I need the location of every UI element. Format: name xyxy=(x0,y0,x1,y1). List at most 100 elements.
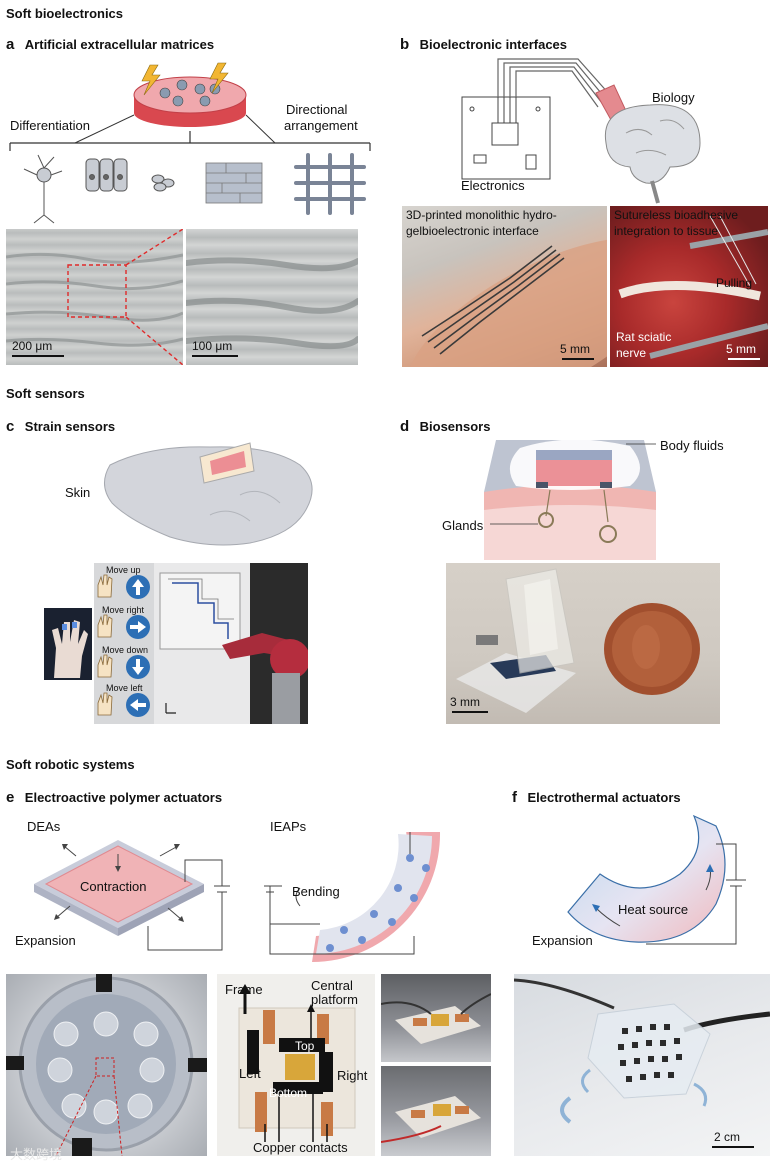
panel-e-title: Electroactive polymer actuators xyxy=(24,790,223,805)
electrothermal-diagram xyxy=(567,814,746,945)
electronics-label: Electronics xyxy=(461,178,525,193)
skin-label: Skin xyxy=(65,485,91,500)
scale-label: 5 mm xyxy=(560,342,590,356)
scale-label: 200 μm xyxy=(12,339,53,353)
panel-d-title: Biosensors xyxy=(419,419,491,434)
directional-label-1: Directional xyxy=(286,102,348,117)
skin-hand-illustration xyxy=(104,442,313,546)
heat-source-label: Heat source xyxy=(618,902,689,917)
petri-dish xyxy=(133,76,247,127)
deas-label: DEAs xyxy=(27,819,61,834)
brain xyxy=(604,104,701,204)
central-platform-label-1: Central xyxy=(311,978,353,993)
scale-bar xyxy=(452,711,488,713)
scale-label: 5 mm xyxy=(726,342,756,356)
arrow-up-icon xyxy=(126,575,150,599)
move-label: Move right xyxy=(102,605,145,615)
arrow-right-icon xyxy=(126,615,150,639)
scale-bar xyxy=(728,358,760,360)
scale-label: 3 mm xyxy=(450,695,480,709)
scale-bar xyxy=(712,1146,754,1148)
panel-c-title: Strain sensors xyxy=(24,419,116,434)
micrograph-low-mag: 200 μm xyxy=(6,229,183,365)
rat-nerve-label-2: nerve xyxy=(616,346,647,360)
ieap-actuator xyxy=(312,832,441,962)
biosensor-diagram xyxy=(484,439,656,560)
copper-contacts-label: Copper contacts xyxy=(253,1140,348,1155)
panel-d-letter: d xyxy=(400,418,410,435)
photo2-caption-2: integration to tissue xyxy=(614,224,719,238)
panel-e-letter: e xyxy=(6,789,15,806)
panel-a-letter: a xyxy=(6,36,15,53)
platform-motion-photo-1 xyxy=(381,974,491,1062)
bending-label: Bending xyxy=(292,884,340,899)
gland xyxy=(599,525,617,543)
top-label: Top xyxy=(295,1039,315,1053)
contraction-label: Contraction xyxy=(80,879,147,894)
bottom-label: Bottom xyxy=(269,1086,308,1100)
right-label: Right xyxy=(337,1068,368,1083)
panel-b-heading: b Bioelectronic interfaces xyxy=(400,36,567,54)
arrow-down-icon xyxy=(126,655,150,679)
section-title-sensors: Soft sensors xyxy=(6,386,85,401)
central-platform-label-2: platform xyxy=(311,992,358,1007)
bilayer-actuator xyxy=(567,814,726,943)
frame-label: Frame xyxy=(225,982,263,997)
interconnect-wires xyxy=(497,58,611,108)
photo1-caption-2: gelbioelectronic interface xyxy=(406,224,539,238)
directional-label-2: arrangement xyxy=(284,118,358,133)
hand-icon xyxy=(97,614,113,638)
electrothermal-photo: 2 cm xyxy=(514,974,770,1156)
gland xyxy=(538,512,554,528)
biosensor-coin-photo: 3 mm xyxy=(446,563,720,724)
biology-label: Biology xyxy=(652,90,695,105)
hand-icon xyxy=(97,654,113,678)
pulling-label: Pulling xyxy=(716,276,753,290)
lightning-icon xyxy=(209,62,229,94)
panel-a-heading: a Artificial extracellular matrices xyxy=(6,36,214,54)
scale-bar xyxy=(12,355,64,357)
round-cells xyxy=(151,174,175,192)
scale-label: 100 μm xyxy=(192,339,233,353)
panel-b-title: Bioelectronic interfaces xyxy=(419,37,568,52)
panel-e-heading: e Electroactive polymer actuators xyxy=(6,789,222,807)
lightning-icon xyxy=(141,64,161,96)
move-label: Move up xyxy=(106,565,141,575)
f-expansion-label: Expansion xyxy=(532,933,593,948)
hand-icon xyxy=(97,574,113,598)
ecm-diagram xyxy=(9,62,371,224)
panel-c-heading: c Strain sensors xyxy=(6,418,115,436)
panel-f-letter: f xyxy=(512,789,517,806)
glands-label: Glands xyxy=(442,518,484,533)
section-title-bioelectronics: Soft bioelectronics xyxy=(6,6,124,21)
panel-a-title: Artificial extracellular matrices xyxy=(24,37,215,52)
panel-b-letter: b xyxy=(400,36,410,53)
move-label: Move left xyxy=(106,683,143,693)
neuron-cell xyxy=(23,154,63,224)
panel-c-letter: c xyxy=(6,418,15,435)
photo1-caption-1: 3D-printed monolithic hydro- xyxy=(406,208,557,222)
platform-photo: Frame Central platform Top Left Right Bo… xyxy=(217,974,375,1156)
hand-icon xyxy=(97,692,113,716)
photo2-caption-1: Sutureless bioadhesive xyxy=(614,208,739,222)
watermark: 大数跨境 xyxy=(10,1147,63,1162)
micrograph-high-mag: 100 μm xyxy=(186,229,358,365)
section-title-robotics: Soft robotic systems xyxy=(6,757,135,772)
bioelectronic-diagram xyxy=(461,58,701,204)
body-fluids-label: Body fluids xyxy=(660,438,724,453)
scale-bar xyxy=(562,358,594,360)
ieaps-label: IEAPs xyxy=(270,819,307,834)
finger-photo: 3D-printed monolithic hydro- gelbioelect… xyxy=(402,206,607,367)
move-label: Move down xyxy=(102,645,149,655)
robot-control-photo: Move up Move right Move down Move left xyxy=(94,563,308,724)
arrow-left-icon xyxy=(126,693,150,717)
platform-motion-photo-2 xyxy=(381,1066,491,1156)
rat-nerve-label-1: Rat sciatic xyxy=(616,330,672,344)
nerve-photo: Sutureless bioadhesive integration to ti… xyxy=(610,206,768,367)
glove-hand-photo xyxy=(44,608,92,680)
circuit-board xyxy=(461,96,551,180)
dea-actuator xyxy=(34,840,204,936)
brick-tissue xyxy=(205,162,263,204)
panel-f-title: Electrothermal actuators xyxy=(527,790,681,805)
grid-mesh xyxy=(294,153,366,215)
